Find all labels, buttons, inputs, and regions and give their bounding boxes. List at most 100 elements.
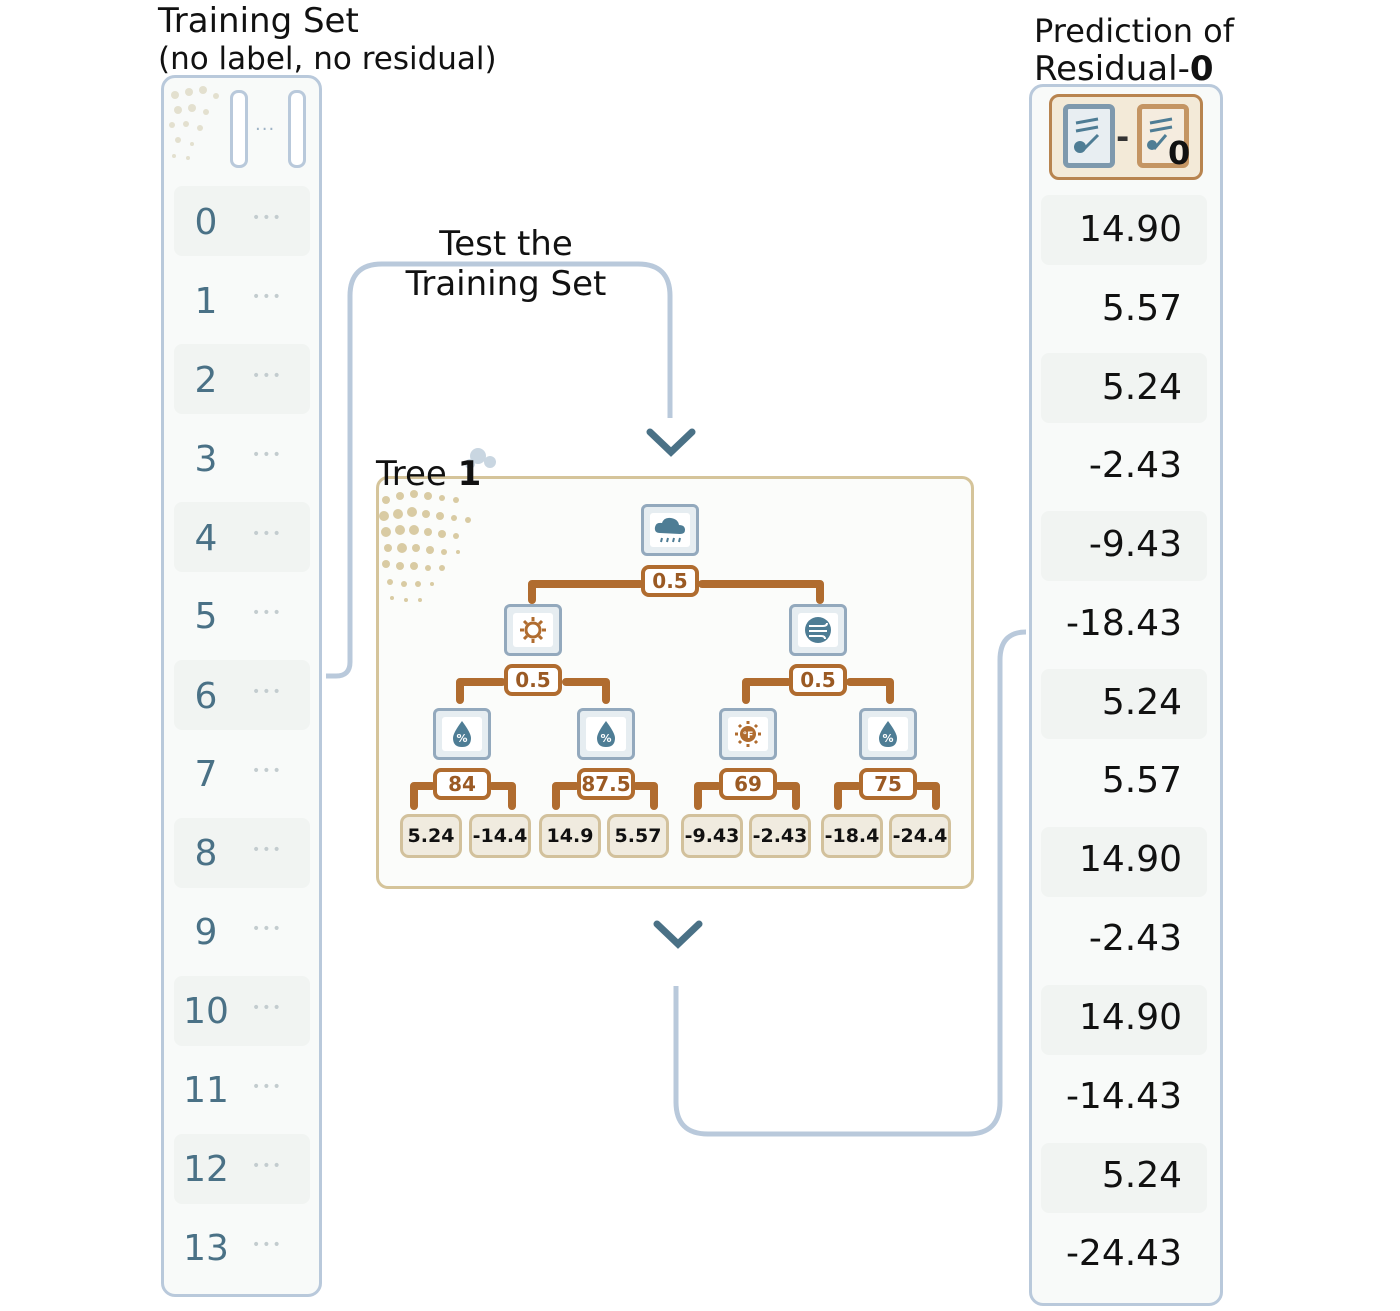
cloud-rain-icon: [654, 517, 685, 543]
column-ellipsis: ...: [255, 114, 276, 135]
row-index: 7: [194, 754, 218, 795]
row-ellipsis: •••: [252, 289, 283, 305]
row-index: 0: [194, 202, 218, 243]
svg-text:°F: °F: [743, 731, 754, 741]
training-set-heading: Training Set: [158, 1, 359, 41]
residual-value: 14.90: [1078, 839, 1182, 880]
threshold-badge: 87.5: [577, 768, 635, 800]
row-index: 11: [183, 1070, 229, 1111]
tree-title: Tree 1: [376, 454, 481, 494]
tree-node-temperature: °F: [719, 708, 777, 760]
tree-node-sun: [504, 604, 562, 656]
tree-title-number: 1: [457, 454, 482, 494]
table-row: [174, 818, 310, 888]
threshold-badge: 0.5: [504, 664, 562, 696]
column-pill-first: [230, 90, 248, 168]
leaf-value: -2.43: [749, 814, 811, 858]
minus-sign: -: [1116, 118, 1130, 156]
threshold-badge: 69: [719, 768, 777, 800]
threshold-badge: 0.5: [641, 565, 699, 597]
row-ellipsis: •••: [252, 1079, 283, 1095]
threshold-badge: 84: [433, 768, 491, 800]
row-index: 9: [194, 912, 218, 953]
temperature-icon: °F: [735, 721, 761, 747]
residual-icon: [1137, 104, 1189, 168]
row-ellipsis: •••: [252, 1158, 283, 1174]
table-row: [1041, 827, 1207, 897]
residual-value: -24.43: [1065, 1233, 1182, 1274]
row-ellipsis: •••: [252, 526, 283, 542]
residual-value: -2.43: [1088, 918, 1182, 959]
residual-value: 5.24: [1101, 1155, 1182, 1196]
humidity-icon: %: [453, 721, 471, 747]
residual-value: 14.90: [1078, 997, 1182, 1038]
training-set-subtitle: (no label, no residual): [158, 41, 497, 77]
prediction-title-line2: Residual-: [1034, 49, 1190, 89]
table-row: [174, 186, 310, 256]
row-index: 1: [194, 281, 218, 322]
column-pill-last: [288, 90, 306, 168]
leaf-value: -14.4: [469, 814, 531, 858]
tree-node-humidity: %: [577, 708, 635, 760]
table-row: [174, 976, 310, 1046]
residual-value: 5.57: [1101, 288, 1182, 329]
chevron-down-icon: [653, 920, 703, 949]
table-row: [1041, 511, 1207, 581]
row-ellipsis: •••: [252, 763, 283, 779]
prediction-icon: [1063, 104, 1115, 168]
row-index: 2: [194, 360, 218, 401]
flow-line-out: [673, 629, 1027, 1137]
row-index: 4: [194, 518, 218, 559]
flow-label: Test the Training Set: [395, 224, 617, 304]
residual-value: 5.57: [1101, 760, 1182, 801]
prediction-title-line1: Prediction of: [1034, 12, 1234, 50]
humidity-icon: %: [597, 721, 615, 747]
row-ellipsis: •••: [252, 1237, 283, 1253]
leaf-value: -24.4: [889, 814, 951, 858]
residual-value: 14.90: [1078, 209, 1182, 250]
tree-node-humidity: %: [433, 708, 491, 760]
flow-label-line2: Training Set: [405, 264, 607, 304]
row-index: 10: [183, 991, 229, 1032]
tree-title-label: Tree: [376, 454, 458, 494]
table-row: [1041, 1143, 1207, 1213]
row-index: 12: [183, 1149, 229, 1190]
table-row: [174, 1134, 310, 1204]
table-row: [1041, 669, 1207, 739]
residual-value: 5.24: [1101, 682, 1182, 723]
table-row: [174, 502, 310, 572]
tree-node-humidity: %: [859, 708, 917, 760]
residual-value: -2.43: [1088, 445, 1182, 486]
leaf-value: 5.24: [400, 814, 462, 858]
table-row: [1041, 985, 1207, 1055]
residual-value: -14.43: [1065, 1076, 1182, 1117]
humidity-icon: %: [879, 721, 897, 747]
prediction-title: Prediction of Residual-0: [1034, 12, 1234, 88]
svg-text:%: %: [456, 732, 467, 745]
svg-text:%: %: [600, 732, 611, 745]
threshold-badge: 75: [859, 768, 917, 800]
flow-label-line1: Test the: [439, 224, 573, 264]
residual-value: -18.43: [1065, 603, 1182, 644]
residual-value: -9.43: [1088, 524, 1182, 565]
svg-text:%: %: [882, 732, 893, 745]
row-ellipsis: •••: [252, 447, 283, 463]
row-ellipsis: •••: [252, 684, 283, 700]
row-ellipsis: •••: [252, 368, 283, 384]
flow-line-in: [326, 261, 673, 679]
threshold-badge: 0.5: [789, 664, 847, 696]
table-row: [1041, 353, 1207, 423]
table-row: [174, 344, 310, 414]
residual-subscript: 0: [1168, 134, 1191, 172]
row-index: 6: [194, 676, 218, 717]
chevron-down-icon: [646, 428, 696, 457]
row-ellipsis: •••: [252, 921, 283, 937]
row-index: 8: [194, 833, 218, 874]
leaf-value: -18.4: [821, 814, 883, 858]
row-ellipsis: •••: [252, 1000, 283, 1016]
tree-node-wind: [789, 604, 847, 656]
row-index: 3: [194, 439, 218, 480]
